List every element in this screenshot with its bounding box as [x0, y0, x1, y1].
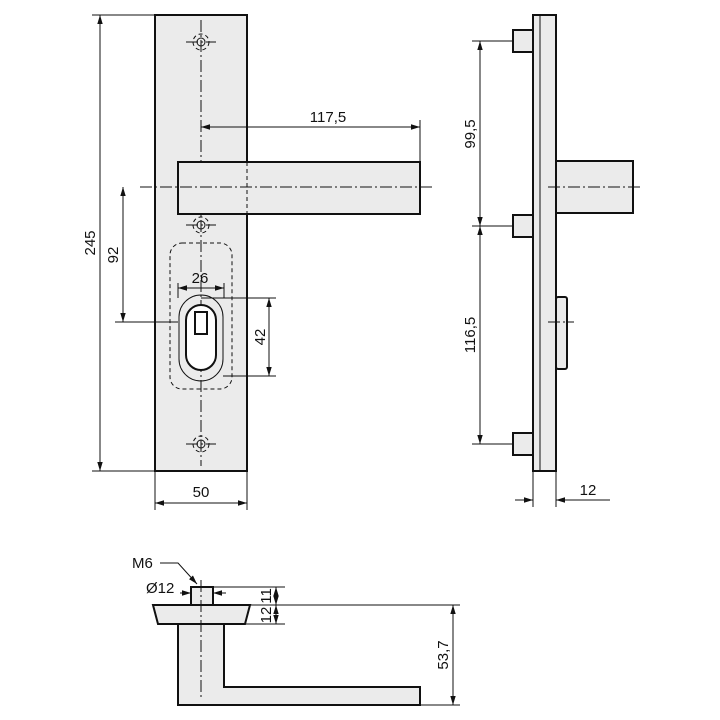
- dim-handle-height: 53,7: [435, 640, 452, 669]
- threaded-stud: [190, 586, 214, 606]
- side-view-dimensions: 99,5 116,5 12: [462, 40, 610, 507]
- label-rose-diameter: Ø12: [146, 580, 174, 597]
- top-view-dimensions: M6 Ø12 11 12 53,7: [132, 555, 460, 706]
- cylinder-cutout-outline: [169, 242, 233, 390]
- cylinder-opening: [185, 303, 217, 371]
- dim-plate-thickness: 12: [580, 482, 597, 499]
- screw-hole-middle: [186, 216, 216, 234]
- dim-rose-height: 12: [258, 607, 275, 624]
- screw-post-middle: [512, 214, 534, 238]
- dim-plate-height: 245: [82, 230, 99, 255]
- handle-lever-top: [177, 623, 421, 706]
- handle-lever-front: [177, 161, 421, 215]
- screw-post-top: [512, 29, 534, 53]
- dim-bottom-screw-spacing: 116,5: [462, 317, 479, 353]
- front-view: [140, 14, 432, 472]
- cylinder-keyway: [194, 311, 208, 335]
- dim-stud-height: 11: [258, 588, 275, 604]
- screw-hole-top: [186, 33, 216, 51]
- dim-cylinder-height: 42: [252, 329, 269, 346]
- dim-handle-projection: 117,5: [310, 109, 346, 126]
- screw-hole-bottom: [186, 435, 216, 453]
- side-view: [512, 14, 640, 472]
- dim-top-screw-spacing: 99,5: [462, 119, 479, 148]
- dim-cylinder-width: 26: [192, 270, 209, 287]
- plate-side-profile: [532, 14, 557, 472]
- screw-post-bottom: [512, 432, 534, 456]
- top-view: [151, 580, 421, 706]
- dim-plate-width: 50: [193, 484, 210, 501]
- cylinder-collar-side: [555, 296, 568, 370]
- label-thread: M6: [132, 555, 153, 572]
- front-view-dimensions: 245 92 117,5 26 42 50: [82, 14, 421, 510]
- cylinder-collar: [178, 294, 224, 382]
- dim-axis-to-cylinder: 92: [105, 247, 122, 264]
